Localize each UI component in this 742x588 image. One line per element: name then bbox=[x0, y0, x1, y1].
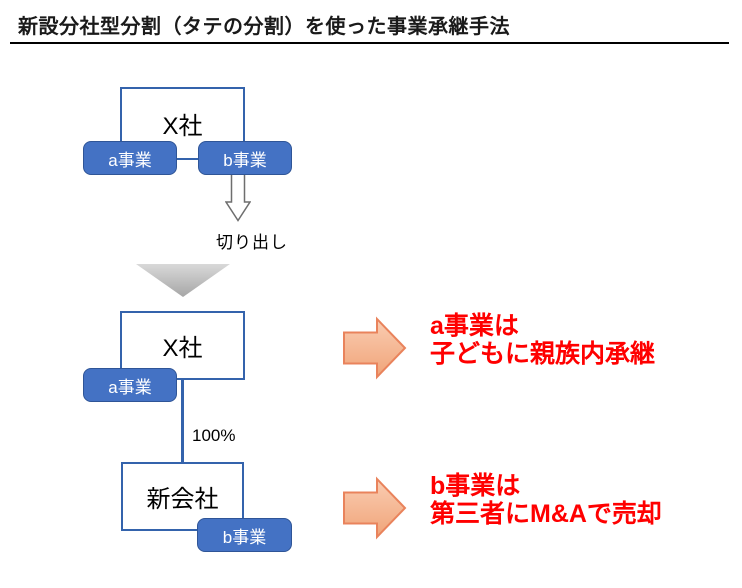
carve-out-down-arrow-icon bbox=[225, 171, 251, 222]
before-unit-a-label: a事業 bbox=[108, 150, 152, 170]
before-unit-b-box: b事業 bbox=[198, 141, 292, 175]
after-unit-b-box: b事業 bbox=[197, 518, 292, 552]
outcome-b-line1: b事業は bbox=[430, 472, 521, 500]
ownership-connector-line bbox=[181, 380, 184, 462]
after-unit-a-label: a事業 bbox=[108, 377, 152, 397]
title-underline bbox=[10, 42, 729, 44]
outcome-a-right-arrow-icon bbox=[343, 316, 407, 380]
before-unit-a-box: a事業 bbox=[83, 141, 177, 175]
after-unit-b-label: b事業 bbox=[222, 527, 267, 547]
carve-out-label: 切り出し bbox=[216, 233, 288, 252]
transition-triangle-icon bbox=[136, 264, 230, 297]
after-unit-a-box: a事業 bbox=[83, 368, 177, 402]
ownership-label: 100% bbox=[192, 426, 236, 445]
outcome-b-text: b事業は 第三者にM&Aで売却 bbox=[430, 472, 730, 528]
page-title: 新設分社型分割（タテの分割）を使った事業承継手法 bbox=[18, 16, 510, 38]
outcome-a-line2: 子どもに親族内承継 bbox=[430, 340, 656, 368]
after-company-label: X社 bbox=[162, 335, 203, 362]
outcome-b-right-arrow-icon bbox=[343, 476, 407, 540]
outcome-b-line2: 第三者にM&Aで売却 bbox=[430, 500, 662, 528]
after-company-box: X社 bbox=[120, 311, 245, 380]
outcome-a-line1: a事業は bbox=[430, 312, 519, 340]
outcome-a-text: a事業は 子どもに親族内承継 bbox=[430, 312, 730, 368]
before-company-label: X社 bbox=[162, 113, 203, 140]
new-company-label: 新会社 bbox=[146, 486, 219, 513]
before-unit-b-label: b事業 bbox=[223, 150, 267, 170]
